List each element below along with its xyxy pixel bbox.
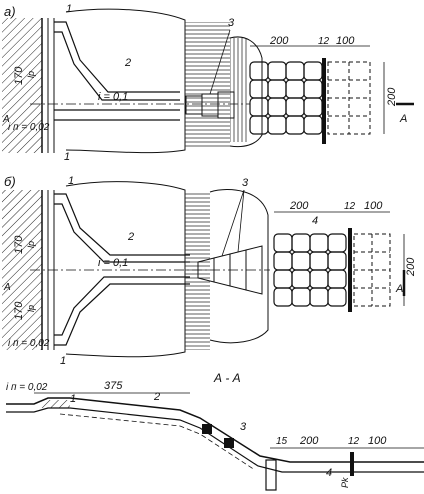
- end-block: [265, 459, 277, 491]
- leader-line: [209, 29, 231, 95]
- dim-lp-b-upper: lp: [26, 241, 36, 248]
- ground-block-hatch: [185, 22, 230, 148]
- profile-hatch: [40, 400, 70, 408]
- sill-bar: [322, 58, 326, 144]
- ground-outline: [65, 8, 186, 154]
- callout-1: 1: [66, 3, 72, 15]
- section-a-a: А - А 375 i п = 0,02 15 200 12 100 Pk 1 …: [6, 371, 424, 491]
- slope-in-section: i п = 0,02: [6, 382, 48, 393]
- dim-100-b-top: 100: [364, 200, 383, 212]
- dim-200-side: 200: [386, 87, 398, 107]
- dim-12-b-top: 12: [344, 201, 356, 212]
- ground-block-hatch-2: [230, 38, 248, 142]
- callout-3: 3: [242, 177, 249, 189]
- figure-a: а): [2, 3, 414, 163]
- dim-12-section: 12: [348, 436, 360, 447]
- slope-in-b: i п = 0,02: [8, 338, 50, 349]
- sill-bar: [350, 452, 354, 476]
- dim-375: 375: [104, 380, 123, 392]
- wing-wall: [54, 203, 190, 263]
- slope-in-a: i п = 0,02: [8, 122, 50, 133]
- chute-steps-b: [197, 245, 263, 295]
- dim-lp-a: lp: [26, 71, 36, 78]
- ground-outline: [65, 181, 186, 358]
- callout-4: 4: [326, 467, 332, 479]
- section-mark-label: А: [399, 113, 407, 125]
- callout-3: 3: [240, 421, 247, 433]
- dim-170-b-upper: 170: [13, 235, 25, 254]
- slope-main-a: i = 0,1: [98, 91, 128, 103]
- step-block: [224, 438, 234, 448]
- callout-1: 1: [70, 393, 76, 405]
- callout-3: 3: [228, 17, 235, 29]
- wing-wall: [54, 21, 180, 93]
- section-mark-label: А: [395, 283, 403, 295]
- riprap-grid-b: [273, 233, 347, 307]
- chute-steps-a: [185, 91, 235, 119]
- riprap-grid-a: [249, 61, 323, 135]
- wing-wall: [54, 193, 190, 256]
- dim-15: 15: [276, 436, 288, 447]
- dim-100-section: 100: [368, 435, 387, 447]
- sill-bar: [348, 228, 352, 312]
- callout-1: 1: [64, 151, 70, 163]
- dim-170-b-lower: 170: [13, 301, 25, 320]
- ground-outline: [229, 36, 263, 148]
- step-block: [202, 424, 212, 434]
- callout-1: 1: [68, 175, 74, 187]
- dim-200-section: 200: [299, 435, 319, 447]
- wing-wall: [54, 283, 190, 346]
- dim-100-top: 100: [336, 35, 355, 47]
- wing-wall: [54, 276, 190, 336]
- dim-200-b-side: 200: [405, 257, 417, 277]
- slope-main-b: i = 0,1: [98, 257, 128, 269]
- profile-bottom: [6, 407, 424, 473]
- dim-200-top: 200: [269, 35, 289, 47]
- callout-4: 4: [312, 215, 318, 227]
- dim-lp-b-lower: lp: [26, 305, 36, 312]
- leader-line: [221, 189, 245, 257]
- dim-200-b-top: 200: [289, 200, 309, 212]
- figure-b-label: б): [4, 174, 16, 189]
- profile-dashed: [59, 413, 256, 471]
- callout-2: 2: [124, 57, 131, 69]
- ground-outline: [209, 189, 269, 344]
- section-title: А - А: [213, 371, 241, 385]
- callout-2: 2: [153, 391, 160, 403]
- dim-pk: Pk: [340, 477, 350, 488]
- section-mark-label-left: А: [2, 114, 10, 125]
- section-mark-label-left: А: [3, 282, 11, 293]
- embankment-hatch-a: [2, 18, 42, 153]
- wing-wall: [54, 31, 180, 101]
- dim-170-a: 170: [13, 66, 25, 85]
- figure-a-label: а): [4, 4, 16, 19]
- figure-b: б) 200 12 1: [2, 174, 417, 367]
- dim-12-top: 12: [318, 36, 330, 47]
- leader-line: [237, 189, 245, 253]
- callout-1: 1: [60, 355, 66, 367]
- callout-2: 2: [127, 231, 134, 243]
